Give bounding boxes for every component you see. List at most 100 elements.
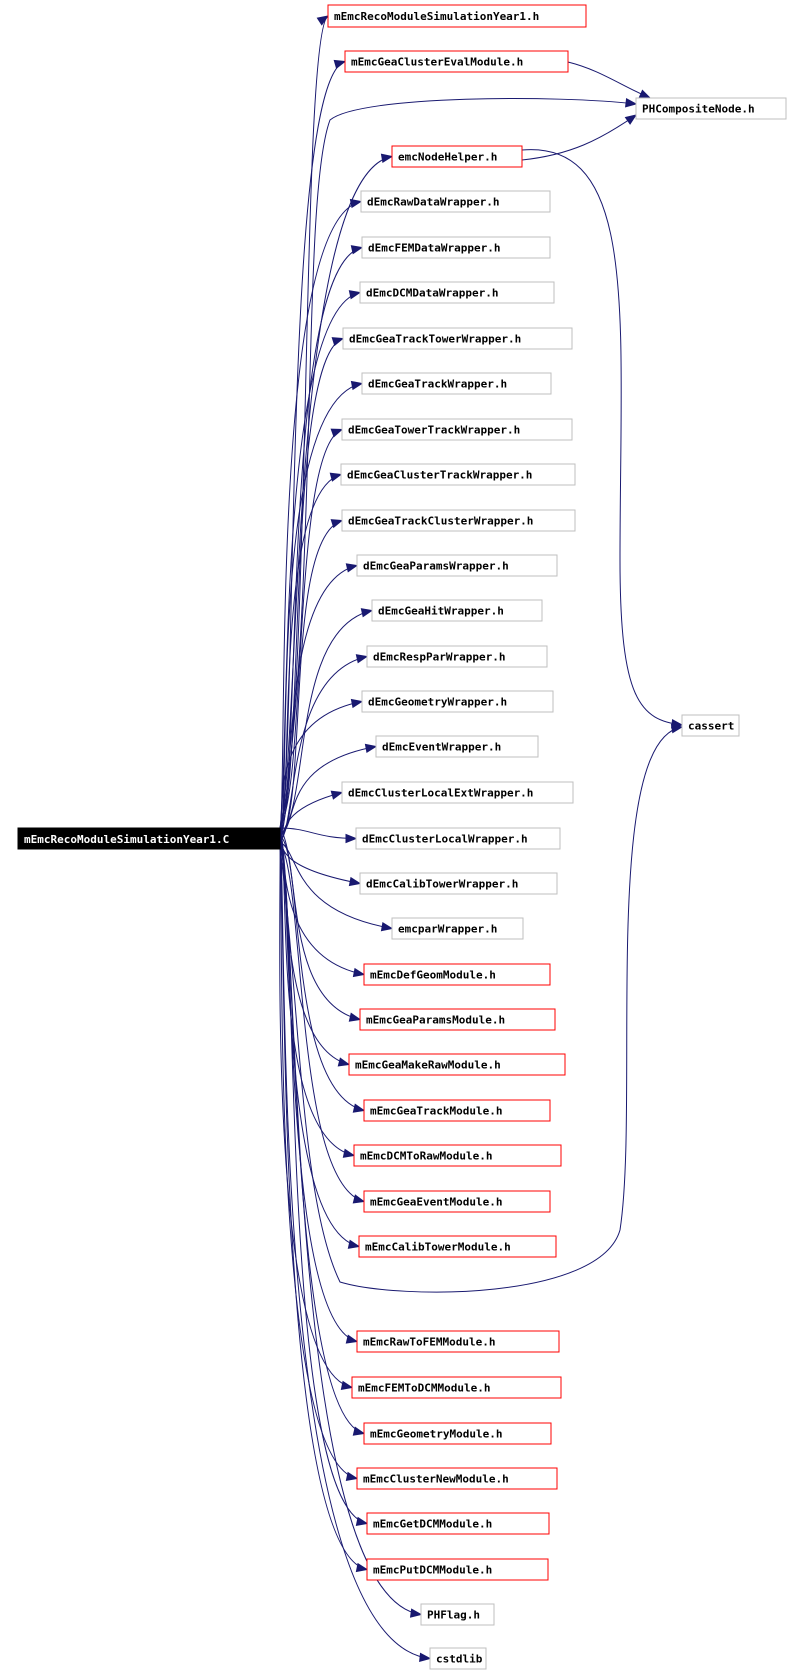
edge-root-to-n34 [279,827,368,1524]
node-n7[interactable]: dEmcDCMDataWrapper.h [359,281,555,304]
node-label: dEmcFEMDataWrapper.h [368,242,500,255]
edge-root-to-n3 [279,98,637,837]
node-box [429,1647,487,1670]
node-box [635,97,787,120]
node-label: mEmcGeometryModule.h [370,1428,502,1441]
edge-root-to-n5-arrowhead [349,198,363,209]
node-box [361,690,554,713]
edge-root-to-n7 [279,292,361,829]
node-label: cassert [688,720,734,733]
node-n20[interactable]: dEmcCalibTowerWrapper.h [359,872,558,895]
node-box [361,236,551,259]
node-label: mEmcRawToFEMModule.h [363,1336,495,1349]
node-label: dEmcGeometryWrapper.h [368,696,507,709]
node-n3[interactable]: PHCompositeNode.h [635,97,787,120]
node-n36[interactable]: PHFlag.h [420,1603,495,1626]
node-n14[interactable]: dEmcGeaHitWrapper.h [371,599,543,622]
edge-n4-to-n3 [521,114,637,161]
node-label: mEmcGeaClusterEvalModule.h [351,56,523,69]
node-label: mEmcGeaMakeRawModule.h [355,1059,501,1072]
edge-root-to-n22-arrowhead [352,967,366,978]
node-label: mEmcPutDCMModule.h [373,1564,492,1577]
node-box [375,735,539,758]
edge-root-to-n21-arrowhead [380,922,394,932]
edge-n4-to-n3-arrowhead [624,114,638,125]
edge-root-to-n9-arrowhead [350,380,364,391]
node-n10[interactable]: dEmcGeaTowerTrackWrapper.h [341,418,573,441]
edge-root-to-n16 [279,701,363,829]
node-n13[interactable]: dEmcGeaParamsWrapper.h [356,554,558,577]
node-n18[interactable]: dEmcClusterLocalExtWrapper.h [341,781,574,804]
node-n1[interactable]: mEmcRecoModuleSimulationYear1.h [327,4,587,28]
edge-root-to-n23-arrowhead [348,1012,362,1022]
edge-n4-to-n29-arrowhead [671,719,684,729]
node-label: PHCompositeNode.h [642,103,755,116]
node-n6[interactable]: dEmcFEMDataWrapper.h [361,236,551,259]
node-n22[interactable]: mEmcDefGeomModule.h [363,963,551,986]
node-label: dEmcEventWrapper.h [382,741,501,754]
node-n34[interactable]: mEmcGetDCMModule.h [366,1512,550,1535]
node-n8[interactable]: dEmcGeaTrackTowerWrapper.h [342,327,573,350]
node-n24[interactable]: mEmcGeaMakeRawModule.h [348,1053,566,1076]
node-n16[interactable]: dEmcGeometryWrapper.h [361,690,554,713]
node-label: dEmcCalibTowerWrapper.h [366,878,518,891]
edge-root-to-n17-arrowhead [364,743,378,754]
node-n26[interactable]: mEmcDCMToRawModule.h [353,1144,562,1167]
node-n15[interactable]: dEmcRespParWrapper.h [366,645,548,668]
edge-root-to-n31 [279,827,353,1388]
node-n9[interactable]: dEmcGeaTrackWrapper.h [361,372,552,395]
node-label: dEmcGeaParamsWrapper.h [363,560,509,573]
edge-root-to-n32-arrowhead [352,1426,366,1436]
edge-root-to-n26-arrowhead [342,1148,356,1158]
node-label: dEmcGeaTrackWrapper.h [368,378,507,391]
node-label: dEmcGeaTrackTowerWrapper.h [349,333,521,346]
node-label: mEmcDefGeomModule.h [370,969,496,982]
node-label: mEmcDCMToRawModule.h [360,1150,492,1163]
node-n17[interactable]: dEmcEventWrapper.h [375,735,539,758]
root-node-label: mEmcRecoModuleSimulationYear1.C [24,833,229,846]
node-label: dEmcRespParWrapper.h [373,651,505,664]
edge-root-to-n20-arrowhead [348,876,362,887]
node-n2[interactable]: mEmcGeaClusterEvalModule.h [344,50,569,73]
node-n37[interactable]: cstdlib [429,1647,487,1670]
node-label: mEmcGeaEventModule.h [370,1196,502,1209]
node-n5[interactable]: dEmcRawDataWrapper.h [360,190,551,213]
edge-root-to-n14-arrowhead [360,608,374,618]
node-n23[interactable]: mEmcGeaParamsModule.h [359,1008,556,1031]
node-box [363,1190,551,1213]
root-node[interactable]: mEmcRecoModuleSimulationYear1.C [17,827,281,850]
node-n25[interactable]: mEmcGeaTrackModule.h [363,1099,551,1122]
node-n12[interactable]: dEmcGeaTrackClusterWrapper.h [341,509,576,532]
node-n33[interactable]: mEmcClusterNewModule.h [356,1467,558,1490]
node-n19[interactable]: dEmcClusterLocalWrapper.h [355,827,561,850]
node-n11[interactable]: dEmcGeaClusterTrackWrapper.h [340,463,576,486]
node-n29[interactable]: cassert [681,714,740,737]
edge-root-to-n36-arrowhead [409,1608,423,1618]
node-n32[interactable]: mEmcGeometryModule.h [363,1422,552,1445]
edge-root-to-n35-arrowhead [355,1562,369,1573]
node-n31[interactable]: mEmcFEMToDCMModule.h [351,1376,562,1399]
node-box [360,190,551,213]
edge-root-to-n10 [279,429,343,829]
node-box [366,1512,550,1535]
edge-root-to-n15-arrowhead [355,654,369,664]
node-n21[interactable]: emcparWrapper.h [391,917,524,940]
node-label: mEmcGetDCMModule.h [373,1518,492,1531]
node-box [351,1376,562,1399]
node-n35[interactable]: mEmcPutDCMModule.h [366,1558,549,1581]
edge-root-to-n13-arrowhead [345,563,359,573]
node-n4[interactable]: emcNodeHelper.h [391,145,523,168]
edge-root-to-n36 [279,841,422,1615]
node-box [327,4,587,28]
node-label: emcparWrapper.h [398,923,497,936]
node-box [342,327,573,350]
node-box [363,1099,551,1122]
node-n30[interactable]: mEmcRawToFEMModule.h [356,1330,560,1353]
edge-root-to-n19-arrowhead [345,833,358,844]
node-label: dEmcClusterLocalWrapper.h [362,833,528,846]
edge-n4-to-n29 [521,149,683,726]
edge-root-to-n4-arrowhead [380,153,394,163]
node-n28[interactable]: mEmcCalibTowerModule.h [358,1235,557,1258]
node-box [356,554,558,577]
node-n27[interactable]: mEmcGeaEventModule.h [363,1190,551,1213]
